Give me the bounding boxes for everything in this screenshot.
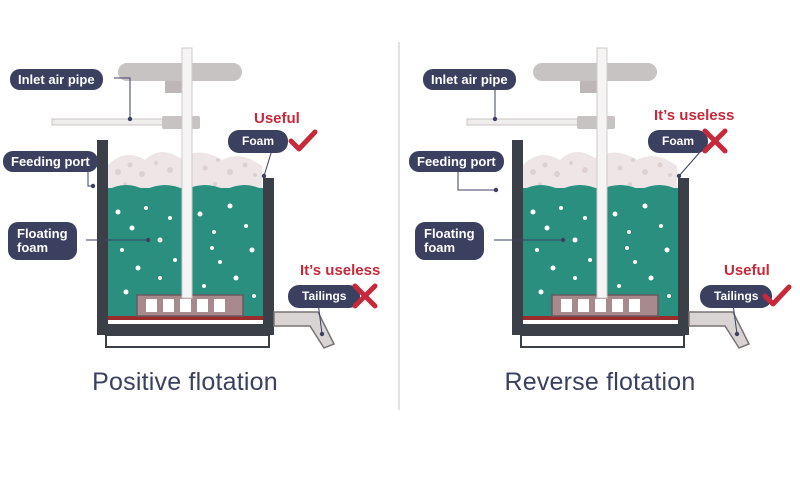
tailings-status-text: It’s useless: [300, 262, 381, 279]
floating-foam-label-line1: Floating: [17, 226, 68, 241]
positive-flotation-panel: Inlet air pipe Feeding port Floating foa…: [3, 47, 381, 396]
inlet-pipe-thin: [466, 118, 580, 126]
positive-flotation-caption: Positive flotation: [92, 368, 278, 396]
floating-foam-label: Floating foam: [415, 222, 484, 260]
tailings-label: Tailings: [288, 285, 361, 308]
air-pipe-horizontal: [533, 63, 657, 81]
foam-status-text: It’s useless: [654, 107, 735, 124]
inlet-air-pipe-label: Inlet air pipe: [10, 69, 103, 90]
tailings-label: Tailings: [700, 285, 773, 308]
reverse-flotation-caption: Reverse flotation: [504, 368, 696, 396]
feeding-port-label: Feeding port: [409, 151, 504, 172]
foam-status-text: Useful: [254, 110, 300, 127]
air-bubbles: [530, 203, 671, 300]
feeding-port-label: Feeding port: [3, 151, 98, 172]
cross-icon: [702, 128, 728, 154]
floating-foam-label-line2: foam: [17, 240, 49, 255]
tailings-status-text: Useful: [724, 262, 770, 279]
tank-base: [520, 334, 685, 348]
air-pipe-connector: [165, 81, 183, 93]
floating-foam-label-line1: Floating: [424, 226, 475, 241]
inlet-pipe-valve: [162, 116, 200, 129]
flotation-cell-drawing: [51, 47, 336, 349]
agitator-shaft: [181, 47, 193, 299]
reverse-flotation-panel: Inlet air pipe Feeding port Floating foa…: [400, 0, 800, 481]
sediment-line: [108, 316, 263, 320]
agitator-shaft: [596, 47, 608, 299]
foam-label: Foam: [228, 130, 289, 153]
inlet-pipe-thin: [51, 118, 165, 126]
air-pipe-horizontal: [118, 63, 242, 81]
check-icon: [288, 129, 318, 152]
floating-foam-label-line2: foam: [424, 240, 456, 255]
panel-divider: [398, 42, 400, 410]
check-icon: [762, 284, 792, 307]
leader-dots: [90, 116, 325, 337]
tailings-outlet: [688, 311, 751, 349]
foam-label: Foam: [648, 130, 709, 153]
tailings-outlet: [273, 311, 336, 349]
tank-walls: [97, 140, 274, 335]
tank-base: [105, 334, 270, 348]
flotation-cell-drawing: [457, 47, 751, 349]
leader-dots: [492, 116, 740, 337]
inlet-air-pipe-label: Inlet air pipe: [423, 69, 516, 90]
air-pipe-connector: [580, 81, 598, 93]
sediment-line: [523, 316, 678, 320]
inlet-pipe-valve: [577, 116, 615, 129]
floating-foam-label: Floating foam: [8, 222, 77, 260]
tank-walls: [512, 140, 689, 335]
air-bubbles: [115, 203, 256, 300]
cross-icon: [352, 283, 378, 309]
